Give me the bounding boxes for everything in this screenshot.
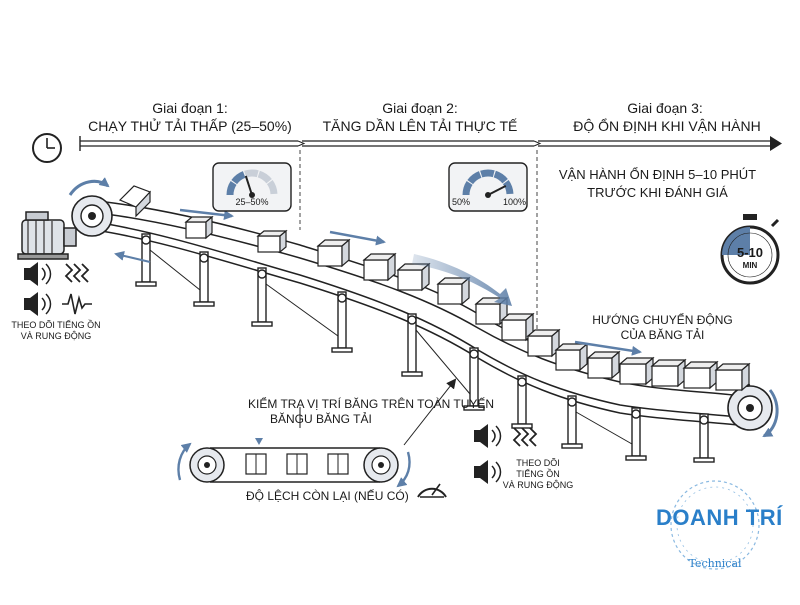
deviation-label: ĐỘ LỆCH CÒN LẠI (NẾU CÓ) [246, 489, 409, 503]
gauge-hub [485, 192, 491, 198]
inspection-inset [178, 380, 455, 486]
box [186, 217, 212, 238]
stable-note-line2: TRƯỚC KHI ĐÁNH GIÁ [555, 185, 760, 200]
leg [562, 396, 582, 448]
box [684, 362, 717, 388]
box [556, 344, 587, 370]
gauge-segment [270, 182, 274, 194]
phase-timeline [80, 136, 782, 330]
box [438, 278, 469, 304]
speaker-icon [474, 424, 501, 448]
leg [332, 292, 352, 352]
gauge-segment [245, 173, 258, 174]
box [364, 254, 395, 280]
stopwatch-value: 5-10 [728, 245, 772, 260]
dial-icon [418, 484, 446, 497]
leg [252, 268, 272, 326]
box [652, 360, 685, 386]
vibration-icon [514, 428, 536, 446]
gauge-segment [466, 183, 470, 195]
logo-name: DOANH TRÍ [656, 505, 774, 531]
gauge-segment [481, 173, 494, 174]
vibration-icon [66, 264, 88, 282]
speaker-icon [24, 262, 51, 286]
leg [194, 252, 214, 306]
boxes [120, 186, 749, 390]
box [398, 264, 429, 290]
phase-2-subtitle: TĂNG DẦN LÊN TẢI THỰC TẾ [315, 118, 525, 134]
box [716, 364, 749, 390]
box [120, 186, 150, 216]
monitor-left-line2: VÀ RUNG ĐỘNG [6, 331, 106, 342]
direction-line1: HƯỚNG CHUYỂN ĐỘNG [585, 313, 740, 327]
stable-note-line1: VẬN HÀNH ỔN ĐỊNH 5–10 PHÚT [555, 167, 760, 182]
box [258, 231, 286, 252]
direction-line2: CỦA BĂNG TẢI [585, 328, 740, 342]
inspection-line1: KIỂM TRA VỊ TRÍ BĂNG TRÊN TOÀN TUYẾN [248, 397, 494, 411]
phase-2-title: Giai đoạn 2: [330, 100, 510, 116]
gauge-segment [506, 182, 510, 194]
tail-pulley [728, 386, 772, 430]
stopwatch-unit: MIN [728, 261, 772, 270]
box [620, 358, 653, 384]
monitor-right-line3: VÀ RUNG ĐỘNG [498, 480, 578, 491]
speaker-icon [24, 292, 51, 316]
phase-1-title: Giai đoạn 1: [100, 100, 280, 116]
speaker-icon [474, 460, 501, 484]
phase-1-subtitle: CHẠY THỬ TẢI THẤP (25–50%) [80, 118, 300, 134]
monitor-right-line1: THEO DÕI [498, 458, 578, 469]
gauge-2-max-label: 100% [498, 197, 526, 208]
box [318, 240, 349, 266]
inspection-line2: BĂNGU BĂNG TẢI [270, 412, 372, 426]
phase-3-subtitle: ĐỘ ỔN ĐỊNH KHI VẬN HÀNH [552, 118, 782, 134]
phase-3-title: Giai đoạn 3: [575, 100, 755, 116]
box [528, 330, 559, 356]
rotation-arrow [70, 181, 108, 195]
leg [402, 314, 422, 376]
monitor-right-line2: TIẾNG ỒN [498, 469, 578, 480]
waveform-icon [62, 294, 92, 314]
gauge-segment [230, 183, 234, 195]
drive-motor [18, 212, 76, 259]
gauge-2-min-label: 50% [452, 197, 476, 208]
box [588, 352, 619, 378]
monitor-left-line1: THEO DÕI TIẾNG ỒN [6, 320, 106, 331]
gauge-1-label: 25–50% [213, 197, 291, 208]
marker-icon [255, 438, 263, 445]
clock-icon [33, 134, 61, 162]
head-pulley [72, 196, 112, 236]
callout-arrow [404, 380, 455, 445]
logo-sub: Technical [656, 557, 774, 570]
